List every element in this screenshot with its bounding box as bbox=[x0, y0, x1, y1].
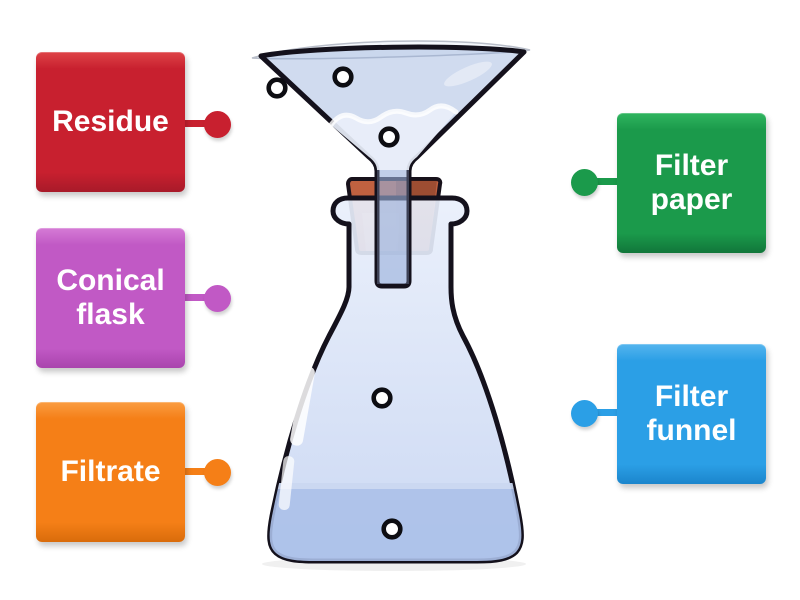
connector-line bbox=[593, 178, 621, 185]
label-text: Residue bbox=[52, 105, 169, 139]
connector-dot bbox=[571, 169, 598, 196]
label-conical-flask[interactable]: Conical flask bbox=[36, 228, 185, 368]
connector-dot bbox=[204, 459, 231, 486]
label-text: Conical flask bbox=[56, 264, 165, 331]
answer-marker-4[interactable] bbox=[371, 387, 393, 409]
filter-paper-edge bbox=[328, 103, 459, 128]
label-filter-funnel[interactable]: Filter funnel bbox=[617, 344, 766, 484]
label-text: Filter funnel bbox=[646, 380, 737, 447]
label-filter-paper[interactable]: Filter paper bbox=[617, 113, 766, 253]
funnel-shine bbox=[444, 61, 492, 87]
label-text: Filtrate bbox=[60, 455, 161, 489]
connector-dot bbox=[204, 111, 231, 138]
answer-marker-3[interactable] bbox=[378, 126, 400, 148]
answer-marker-5[interactable] bbox=[381, 518, 403, 540]
funnel-stem-shade bbox=[377, 170, 409, 284]
label-text: Filter paper bbox=[650, 149, 733, 216]
answer-markers bbox=[266, 66, 403, 540]
label-filtrate[interactable]: Filtrate bbox=[36, 402, 185, 542]
glass-highlights bbox=[278, 366, 315, 510]
answer-marker-1[interactable] bbox=[266, 77, 288, 99]
connector-line bbox=[593, 409, 621, 416]
connector-dot bbox=[204, 285, 231, 312]
connector-line bbox=[182, 294, 210, 301]
connector-dot bbox=[571, 400, 598, 427]
answer-marker-2[interactable] bbox=[332, 66, 354, 88]
connector-line bbox=[182, 120, 210, 127]
connector-line bbox=[182, 468, 210, 475]
label-residue[interactable]: Residue bbox=[36, 52, 185, 192]
